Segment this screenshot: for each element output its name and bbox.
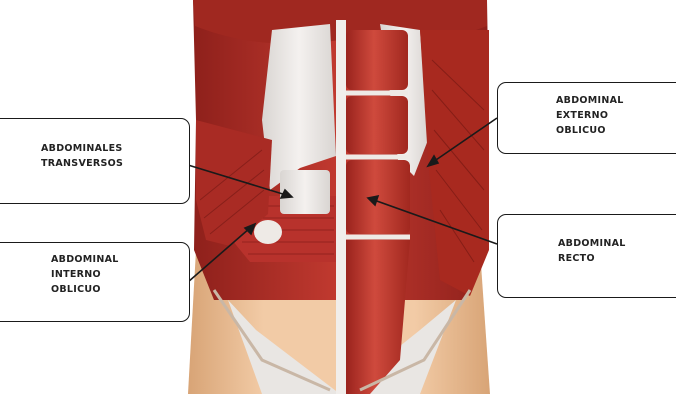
- label-transversos: ABDOMINALES TRANSVERSOS: [41, 141, 123, 171]
- callout-externo-oblicuo: ABDOMINAL EXTERNO OBLICUO: [497, 82, 676, 154]
- callout-transversos: ABDOMINALES TRANSVERSOS: [0, 118, 190, 204]
- rectus-abdominis: [346, 30, 410, 394]
- label-recto: ABDOMINAL RECTO: [558, 236, 626, 266]
- callout-recto: ABDOMINAL RECTO: [497, 214, 676, 298]
- callout-interno-oblicuo: ABDOMINAL INTERNO OBLICUO: [0, 242, 190, 322]
- linea-alba: [336, 20, 346, 394]
- aponeurosis-spot: [254, 220, 282, 244]
- label-interno-oblicuo: ABDOMINAL INTERNO OBLICUO: [51, 252, 119, 297]
- label-externo-oblicuo: ABDOMINAL EXTERNO OBLICUO: [556, 93, 624, 138]
